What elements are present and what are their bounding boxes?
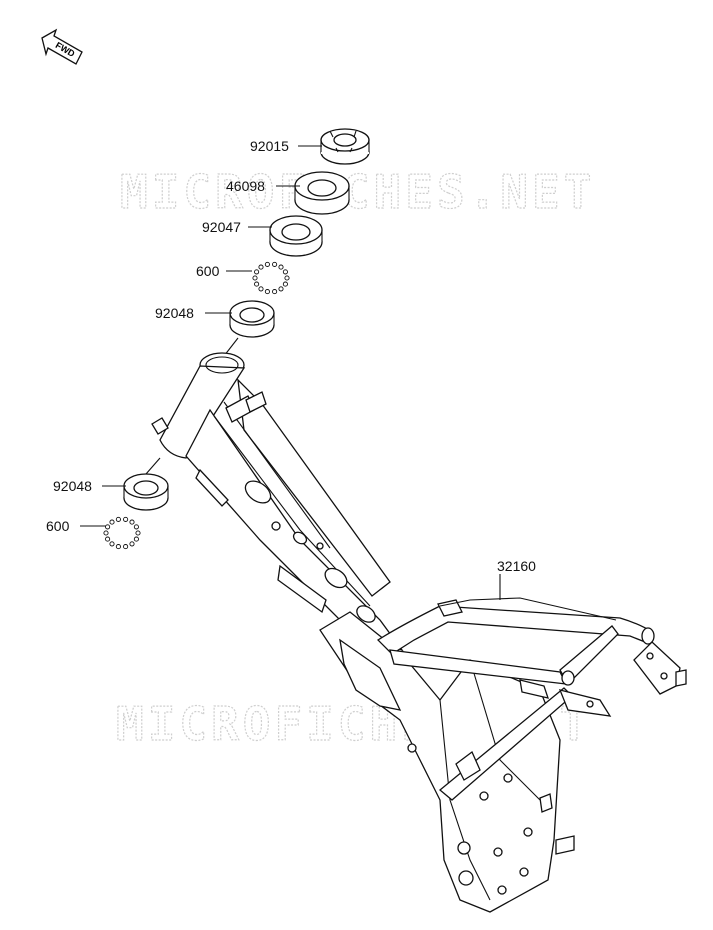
bearing-ball — [278, 286, 284, 292]
label-600-top[interactable]: 600 — [196, 263, 220, 279]
label-92015[interactable]: 92015 — [250, 138, 289, 154]
part-32160-frame[interactable] — [151, 352, 687, 913]
bearing-ball — [133, 524, 139, 530]
label-46098[interactable]: 46098 — [226, 178, 265, 194]
bearing-ball — [115, 544, 121, 550]
bearing-ball — [129, 519, 135, 525]
bearing-ball — [109, 541, 115, 547]
bearing-ball — [272, 289, 278, 295]
bearing-ball — [258, 264, 264, 270]
bearing-ball — [133, 536, 139, 542]
part-46098[interactable] — [294, 171, 350, 215]
bearing-ball — [105, 524, 111, 530]
bearing-ball — [258, 286, 264, 292]
bearing-ball — [254, 269, 260, 275]
bearing-ball — [282, 269, 288, 275]
bearing-ball — [264, 261, 270, 267]
bearing-ball — [272, 261, 278, 267]
part-92015[interactable] — [320, 128, 370, 165]
bearing-ball — [278, 264, 284, 270]
bearing-ball — [123, 544, 129, 550]
bearing-ball — [254, 281, 260, 287]
bearing-ball — [129, 541, 135, 547]
part-600-top[interactable] — [252, 261, 290, 295]
bearing-ball — [103, 530, 109, 536]
bearing-ball — [135, 530, 141, 536]
bearing-ball — [105, 536, 111, 542]
bearing-ball — [115, 516, 121, 522]
label-92048-upper[interactable]: 92048 — [155, 305, 194, 321]
part-92048-upper[interactable] — [229, 300, 275, 338]
label-600-bottom[interactable]: 600 — [46, 518, 70, 534]
part-92047[interactable] — [269, 215, 323, 257]
bearing-ball — [284, 275, 290, 281]
bearing-ball — [109, 519, 115, 525]
bearing-ball — [282, 281, 288, 287]
part-600-bottom[interactable] — [103, 516, 141, 550]
bearing-ball — [123, 516, 129, 522]
label-92048-lower[interactable]: 92048 — [53, 478, 92, 494]
label-32160[interactable]: 32160 — [497, 558, 536, 574]
part-92048-lower[interactable] — [123, 473, 169, 511]
leader-92048-lower-to-frame — [145, 457, 161, 475]
watermark-top: MICROFICHES.NET — [120, 165, 595, 219]
bearing-ball — [264, 289, 270, 295]
bearing-ball — [252, 275, 258, 281]
label-92047[interactable]: 92047 — [202, 219, 241, 235]
fwd-arrow-icon: FWD — [41, 28, 83, 65]
